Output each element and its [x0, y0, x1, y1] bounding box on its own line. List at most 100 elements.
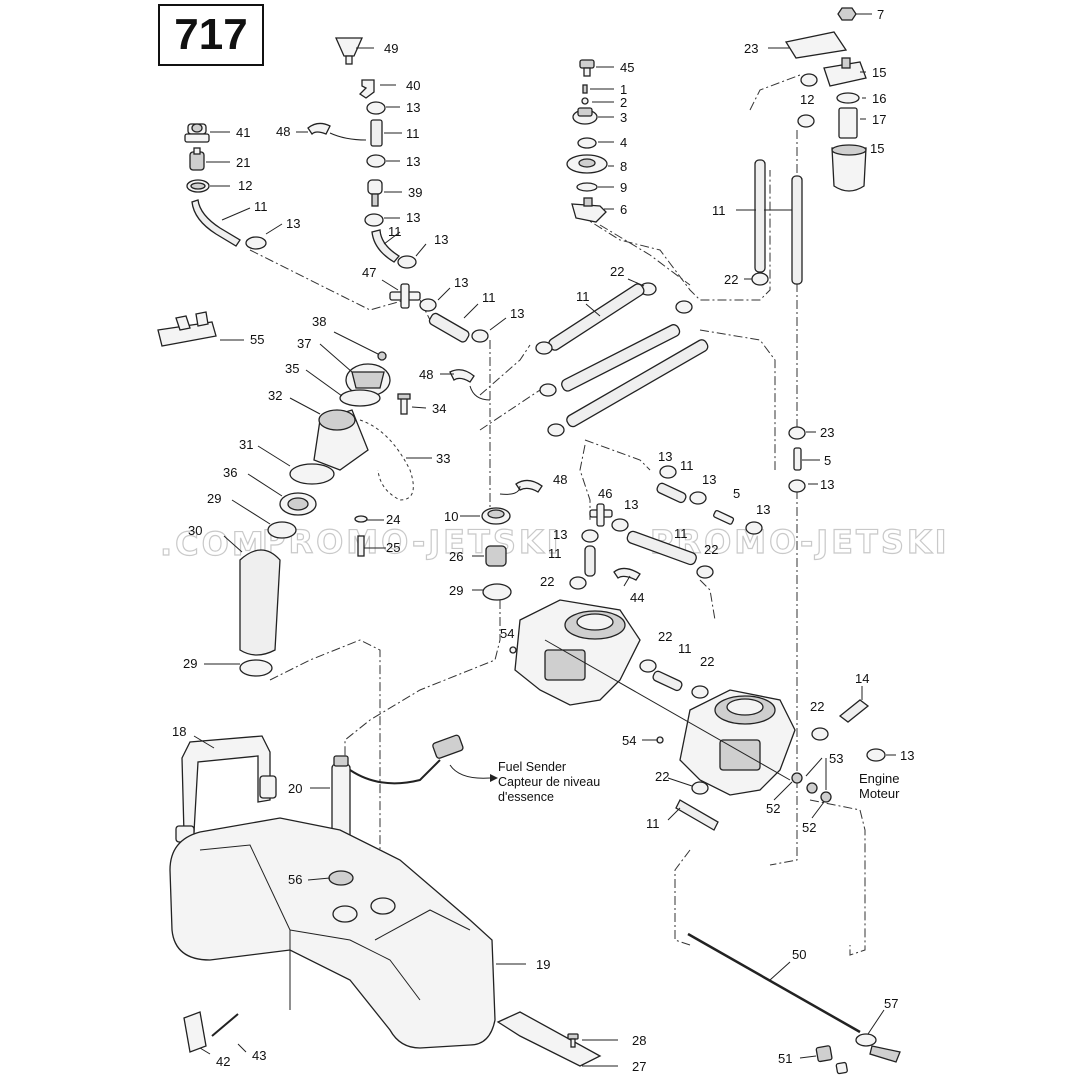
- callout-11-g: 11: [678, 641, 692, 656]
- callout-45: 45: [620, 60, 634, 75]
- o-ring-16: [836, 92, 860, 104]
- hose-11-tee: [428, 312, 470, 343]
- callout-41: 41: [236, 125, 250, 140]
- callout-29-mid: 29: [449, 583, 463, 598]
- clamp-22-top: [751, 272, 769, 286]
- callout-13-tee: 13: [454, 275, 468, 290]
- callout-12-left: 12: [238, 178, 252, 193]
- tee-47: [389, 283, 421, 309]
- leader-lines: [193, 13, 896, 1067]
- grommet-26: [485, 545, 507, 567]
- hose-routing-lines: [249, 74, 866, 956]
- callout-22-h: 22: [655, 769, 669, 784]
- tank-nipples: [332, 897, 396, 923]
- washer-53-a: [806, 782, 818, 794]
- callout-19: 19: [536, 957, 550, 972]
- fitting-5-mid: [793, 447, 802, 471]
- callout-54-top: 54: [500, 626, 514, 641]
- callout-16: 16: [872, 91, 886, 106]
- callout-21: 21: [236, 155, 250, 170]
- callout-28: 28: [632, 1033, 646, 1048]
- callout-57: 57: [884, 996, 898, 1011]
- filter-bowl-15: [831, 144, 867, 192]
- hose-11-mid: [656, 482, 687, 504]
- callout-15-bowl: 15: [870, 141, 884, 156]
- clamp-13-l: [611, 518, 629, 532]
- filter-element-17: [838, 107, 858, 139]
- callout-11-f: 11: [674, 526, 688, 541]
- callout-35: 35: [285, 361, 299, 376]
- fuel-sender-label-1: Fuel Sender: [498, 760, 566, 774]
- fuel-sender-label-2: Capteur de niveau: [498, 775, 600, 789]
- callout-13-c: 13: [406, 210, 420, 225]
- hose-11-h: [675, 799, 719, 831]
- callout-3: 3: [620, 110, 627, 125]
- hose-11-diag-a: [548, 283, 645, 351]
- clamp-12-lower: [797, 114, 815, 128]
- callout-13-b: 13: [406, 154, 420, 169]
- callout-13-right: 13: [820, 477, 834, 492]
- filler-hose-30: [239, 549, 281, 656]
- callout-11-left: 11: [254, 199, 268, 214]
- callout-11-tee: 11: [482, 290, 496, 305]
- callouts: 7 49 23 45 15 40 1 12 16 13 2 3 17 41 48…: [172, 7, 914, 1074]
- callout-22-g: 22: [810, 699, 824, 714]
- clamp-13-tee2: [471, 329, 489, 343]
- callout-50: 50: [792, 947, 806, 962]
- nut-51: [815, 1045, 848, 1075]
- vent-valve-10: [481, 507, 511, 525]
- engine-label-2: Moteur: [859, 786, 900, 801]
- callout-7: 7: [877, 7, 884, 22]
- connector: [432, 734, 464, 759]
- callout-51: 51: [778, 1051, 792, 1066]
- vent-hose-14: [838, 699, 870, 723]
- callout-48-top: 48: [276, 124, 290, 139]
- callout-36: 36: [223, 465, 237, 480]
- clamp-22-e: [639, 659, 657, 673]
- clamp-13-i: [659, 465, 677, 479]
- clamp-22-g: [811, 727, 829, 741]
- callout-48-low: 48: [553, 472, 567, 487]
- tee-46: [589, 503, 613, 527]
- clamp-22-f: [691, 685, 709, 699]
- callout-56: 56: [288, 872, 302, 887]
- callout-10: 10: [444, 509, 458, 524]
- seal-35: [339, 389, 381, 407]
- clamp-13-b: [366, 154, 386, 168]
- hose-11-short: [370, 119, 383, 147]
- callout-22-b: 22: [724, 272, 738, 287]
- clamp-13-a: [366, 101, 386, 115]
- page-number-box: 717: [158, 4, 264, 66]
- clamp-13-n: [866, 748, 886, 762]
- callout-29-low: 29: [183, 656, 197, 671]
- nut-36: [279, 492, 317, 516]
- callout-42: 42: [216, 1054, 230, 1069]
- callout-29-top: 29: [207, 491, 221, 506]
- clamp-13-left: [245, 236, 267, 250]
- fuel-tank-19: [169, 817, 496, 1049]
- callout-11-c: 11: [576, 289, 590, 304]
- callout-13-i: 13: [756, 502, 770, 517]
- clamp-29-c: [482, 583, 512, 601]
- callout-26: 26: [449, 549, 463, 564]
- callout-11-e: 11: [548, 546, 562, 561]
- callout-52-b: 52: [802, 820, 816, 835]
- callout-13-e: 13: [510, 306, 524, 321]
- callout-13-left: 13: [286, 216, 300, 231]
- callout-25: 25: [386, 540, 400, 555]
- clamp-22-h: [691, 781, 709, 795]
- watermark-middle: PROMO-JETSKI: [262, 523, 562, 561]
- funnel-49: [334, 37, 364, 65]
- screw-45: [579, 59, 595, 77]
- clamp-13-mid: [788, 479, 806, 493]
- screw-28: [567, 1033, 579, 1048]
- callout-13-h: 13: [624, 497, 638, 512]
- callout-13-j: 13: [553, 527, 567, 542]
- hose-11-g: [652, 670, 683, 692]
- callout-12-top: 12: [800, 92, 814, 107]
- filler-neck-32: [313, 409, 369, 471]
- watermark-right: PROMO-JETSKI: [650, 523, 950, 561]
- fitting-5-b: [713, 510, 735, 525]
- callout-13-g: 13: [702, 472, 716, 487]
- callout-5-mid: 5: [733, 486, 740, 501]
